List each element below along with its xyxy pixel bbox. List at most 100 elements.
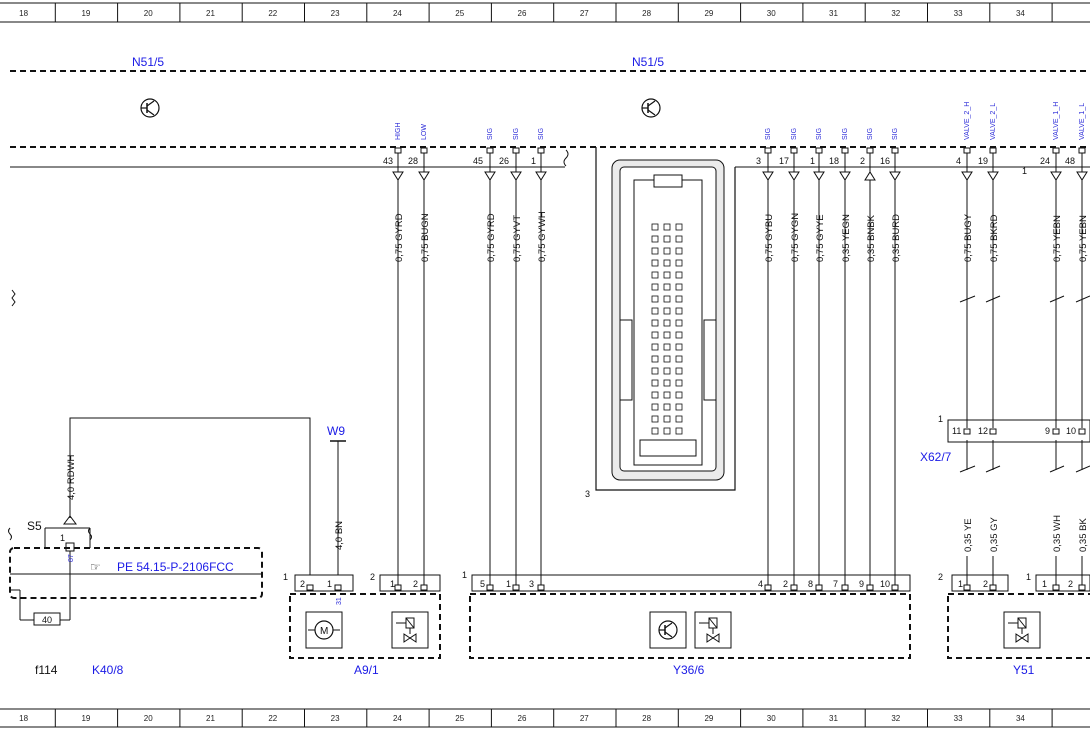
reference-link[interactable]: PE 54.15-P-2106FCC	[117, 560, 234, 574]
a9-1-pin: 1	[390, 579, 395, 589]
ruler-label: 29	[704, 714, 713, 723]
pin-number: 4	[956, 156, 961, 166]
transistor-icon	[641, 98, 661, 118]
ruler-label: 27	[580, 9, 589, 18]
ruler-label: 19	[81, 9, 90, 18]
relay-switch-label: S5	[27, 519, 42, 533]
y36-6-conn: 1	[462, 570, 467, 580]
pin-number: 28	[408, 156, 418, 166]
wire-label: 0,75 GYVT	[512, 215, 523, 262]
ruler-label: 29	[704, 9, 713, 18]
ecu-pin: VALVE_2_H 4 0,75 BUGY	[956, 102, 974, 262]
y36-6-pin: 7	[833, 579, 838, 589]
component-label-x62-7[interactable]: X62/7	[920, 450, 952, 464]
connector-pin-3: 3	[585, 489, 590, 499]
pin-signal-label: SIG	[867, 128, 874, 140]
wire-label: 0,35 YEGN	[841, 214, 852, 262]
connector-plug-image	[595, 147, 736, 491]
wire-label: 0,75 GYBU	[764, 214, 775, 262]
wire-label: 0,75 BUGN	[420, 213, 431, 262]
w9-wire-label: 4,0 BN	[334, 521, 345, 550]
pin-signal-label: SIG	[816, 128, 823, 140]
y36-6-pin: 10	[880, 579, 890, 589]
ecu-pin: SIG 3 0,75 GYBU	[756, 128, 775, 262]
ruler-label: 28	[642, 9, 651, 18]
ruler-label: 23	[331, 9, 340, 18]
y36-6-pin: 4	[758, 579, 763, 589]
wire-label: 0,75 BUGY	[963, 213, 974, 262]
component-label-y51[interactable]: Y51	[1013, 663, 1035, 677]
ruler-label: 32	[891, 714, 900, 723]
relay-pin-label: 1	[60, 533, 65, 543]
pin-signal-label: VALVE_2_L	[990, 103, 997, 140]
x62-7-wire: 0,35 GY	[989, 516, 1000, 552]
pin-number: 1	[810, 156, 815, 166]
ecu-pin: SIG 16 0,35 BURD	[880, 128, 902, 262]
ruler-label: 21	[206, 714, 215, 723]
pin-number: 3	[756, 156, 761, 166]
transistor-icon	[140, 98, 160, 118]
ruler-label: 32	[891, 9, 900, 18]
fuse-label: f114	[35, 663, 58, 677]
ruler-label: 23	[331, 714, 340, 723]
ruler-label: 24	[393, 714, 402, 723]
pin-number: 16	[880, 156, 890, 166]
ruler-label: 22	[268, 9, 277, 18]
ruler-label: 34	[1016, 714, 1025, 723]
w9-label[interactable]: W9	[327, 424, 345, 438]
pin-number: 45	[473, 156, 483, 166]
y36-6-pin: 5	[480, 579, 485, 589]
x62-7-pin: 10	[1066, 426, 1076, 436]
wire-label: 0,75 YEBN	[1052, 215, 1063, 262]
transistor-icon	[658, 620, 678, 640]
component-label-y36-6[interactable]: Y36/6	[673, 663, 705, 677]
a9-1-conn2: 2	[370, 572, 375, 582]
svg-text:M: M	[320, 626, 328, 637]
ruler-label: 25	[455, 9, 464, 18]
wire-label: 0,35 BURD	[891, 214, 902, 262]
y51-pin: 1	[958, 579, 963, 589]
y36-6-pin: 8	[808, 579, 813, 589]
pin-signal-label: SIG	[765, 128, 772, 140]
ruler-label: 18	[19, 714, 28, 723]
relay-wire-label: 4,0 RDWH	[66, 454, 77, 500]
a9-1-pin: 2	[300, 579, 305, 589]
ruler-label: 31	[829, 9, 838, 18]
pin-number: 19	[978, 156, 988, 166]
pin-signal-label: VALVE_2_H	[964, 102, 971, 140]
a9-1-pin: 1	[327, 579, 332, 589]
x62-7-pin: 9	[1045, 426, 1050, 436]
pin-signal-label: VALVE_1_L	[1079, 103, 1086, 140]
relay-pin-87-label: 87	[68, 554, 75, 562]
pin-signal-label: SIG	[513, 128, 520, 140]
module-x62-7	[947, 295, 1090, 473]
x62-7-wire: 0,35 YE	[963, 518, 974, 552]
pin-number: 17	[779, 156, 789, 166]
wire-label: 0,75 GYRD	[486, 213, 497, 262]
ruler-label: 25	[455, 714, 464, 723]
module-a9-1	[289, 574, 441, 659]
a9-1-pin: 2	[413, 579, 418, 589]
x62-7-wire: 0,35 WH	[1052, 515, 1063, 552]
module-y36-6	[469, 574, 911, 659]
component-label-k40-8[interactable]: K40/8	[92, 663, 124, 677]
ecu-label-right[interactable]: N51/5	[632, 55, 664, 69]
pin-signal-label: SIG	[892, 128, 899, 140]
wire-label: 0,75 GYRD	[394, 213, 405, 262]
x62-7-conn: 1	[938, 414, 943, 424]
ruler-label: 27	[580, 714, 589, 723]
w9-pin-label: 31	[336, 597, 343, 605]
ecu-label-left[interactable]: N51/5	[132, 55, 164, 69]
wire-label: 0,75 YEBN	[1078, 215, 1089, 262]
ruler-label: 18	[19, 9, 28, 18]
component-label-a9-1[interactable]: A9/1	[354, 663, 379, 677]
pin-number: 48	[1065, 156, 1075, 166]
y51-pin: 2	[983, 579, 988, 589]
y51-pin: 2	[1068, 579, 1073, 589]
ruler-label: 26	[518, 9, 527, 18]
